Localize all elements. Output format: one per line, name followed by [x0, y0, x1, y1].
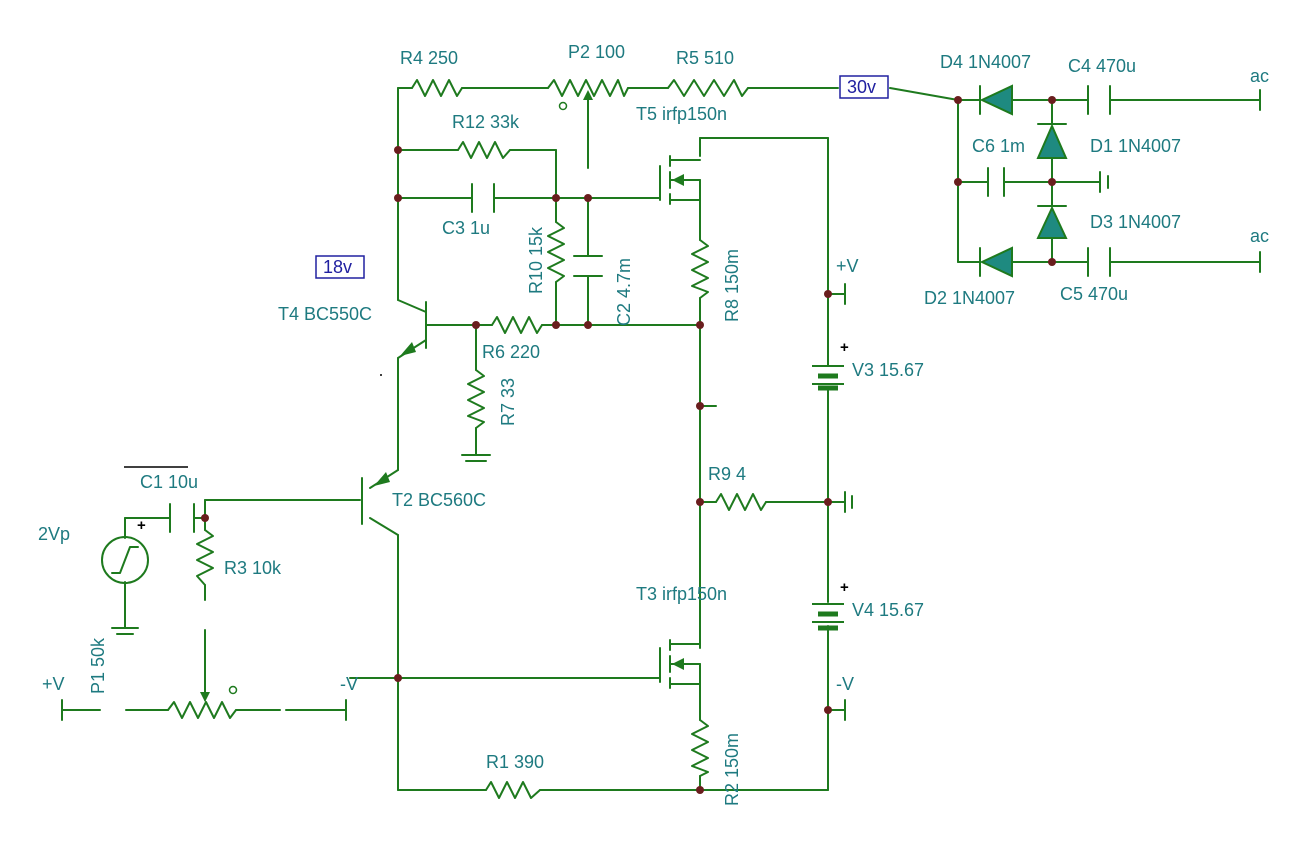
battery-v4 [812, 603, 844, 631]
label-c6: C6 1m [972, 136, 1025, 156]
label-p2: P2 100 [568, 42, 625, 62]
junctions [201, 96, 1056, 794]
diode-d4 [979, 84, 1013, 116]
diode-d3 [1036, 205, 1068, 239]
terminals [61, 89, 1261, 721]
resistor-r1 [485, 781, 541, 799]
capacitor-c2 [573, 255, 603, 277]
resistor-r4 [411, 79, 463, 97]
bjt-t2 [361, 472, 390, 525]
label-r3: R3 10k [224, 558, 282, 578]
label-v4: V4 15.67 [852, 600, 924, 620]
resistor-r6 [491, 316, 543, 334]
label-v3: V3 15.67 [852, 360, 924, 380]
label-vplus-left: +V [42, 674, 65, 694]
label-r5: R5 510 [676, 48, 734, 68]
component-labels: R4 250 P2 100 R5 510 D4 1N4007 C4 470u a… [38, 42, 1269, 806]
capacitor-c4 [1087, 85, 1111, 115]
potentiometer-p1-wiper-marker [228, 685, 238, 695]
label-c5: C5 470u [1060, 284, 1128, 304]
battery-v3 [812, 359, 844, 391]
label-source: 2Vp [38, 524, 70, 544]
label-c1: C1 10u [140, 472, 198, 492]
diode-d2 [979, 246, 1013, 278]
potentiometer-p1 [167, 701, 237, 719]
label-r1: R1 390 [486, 752, 544, 772]
label-t3: T3 irfp150n [636, 584, 727, 604]
voltage-probe-18v: 18v [315, 255, 365, 279]
label-ac-top: ac [1250, 66, 1269, 86]
mosfet-t3 [639, 639, 701, 691]
resistor-r7 [467, 369, 485, 429]
label-t5: T5 irfp150n [636, 104, 727, 124]
label-r10: R10 15k [526, 226, 546, 294]
label-d3: D3 1N4007 [1090, 212, 1181, 232]
capacitor-c3 [471, 183, 495, 213]
label-d4: D4 1N4007 [940, 52, 1031, 72]
label-vplus-right: +V [836, 256, 859, 276]
label-r8: R8 150m [722, 249, 742, 322]
resistor-r5 [667, 79, 749, 97]
label-r9: R9 4 [708, 464, 746, 484]
capacitor-c5 [1087, 247, 1111, 277]
label-t4: T4 BC550C [278, 304, 372, 324]
label-r7: R7 33 [498, 378, 518, 426]
label-p1: P1 50k [88, 637, 108, 694]
capacitor-c6 [987, 167, 1005, 197]
sources [101, 359, 844, 631]
potentiometer-p2-wiper-marker [558, 101, 568, 111]
label-r12: R12 33k [452, 112, 520, 132]
voltage-probe-30v: 30v [839, 75, 889, 99]
signal-source [101, 536, 149, 584]
label-v4-plus: + [840, 579, 849, 596]
label-source-plus: + [137, 517, 146, 534]
ground-r9 [844, 491, 853, 513]
diodes [979, 84, 1068, 278]
potentiometer-p2 [547, 79, 629, 97]
capacitor-c1 [124, 466, 195, 533]
label-c3: C3 1u [442, 218, 490, 238]
probe-18v-label: 18v [323, 257, 352, 277]
label-vminus-mid: -V [340, 674, 358, 694]
resistor-r10 [547, 221, 565, 283]
mosfet-t5 [659, 155, 701, 205]
resistor-r12 [457, 141, 511, 159]
label-v3-plus: + [840, 339, 849, 356]
ground-c6 [1099, 171, 1109, 193]
ground-source [111, 627, 139, 635]
label-c4: C4 470u [1068, 56, 1136, 76]
probe-30v-label: 30v [847, 77, 876, 97]
resistor-r2 [691, 719, 709, 777]
ground-r7 [461, 454, 491, 462]
resistor-r8 [691, 239, 709, 299]
resistor-r3 [196, 529, 214, 586]
transistors [361, 155, 701, 691]
label-t2: T2 BC560C [392, 490, 486, 510]
label-d2: D2 1N4007 [924, 288, 1015, 308]
label-d1: D1 1N4007 [1090, 136, 1181, 156]
capacitors [124, 85, 1111, 533]
bjt-t4 [400, 301, 441, 356]
wires [61, 87, 1261, 791]
diode-d1 [1036, 123, 1068, 159]
label-vminus-right: -V [836, 674, 854, 694]
label-r6: R6 220 [482, 342, 540, 362]
label-ac-bottom: ac [1250, 226, 1269, 246]
label-r2: R2 150m [722, 733, 742, 806]
label-r4: R4 250 [400, 48, 458, 68]
label-c2: C2 4.7m [614, 258, 634, 326]
resistors [167, 79, 767, 799]
resistor-r9 [715, 493, 767, 511]
